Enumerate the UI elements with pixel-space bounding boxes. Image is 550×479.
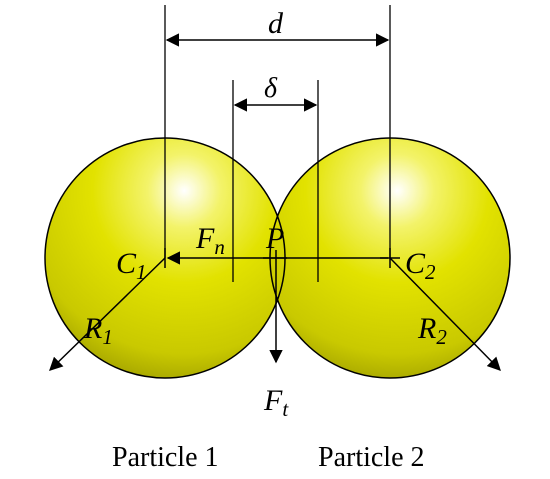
label-fn: Fn xyxy=(195,222,225,259)
label-c1: C1 xyxy=(116,247,147,284)
radius-r2-arrow xyxy=(389,257,501,371)
label-p: P xyxy=(265,222,284,255)
label-d: d xyxy=(268,7,284,40)
label-r2: R2 xyxy=(417,312,447,349)
label-r1: R1 xyxy=(83,312,113,349)
caption-particle-1: Particle 1 xyxy=(112,442,219,473)
caption-particle-2: Particle 2 xyxy=(318,442,425,473)
label-c2: C2 xyxy=(405,247,436,284)
label-delta: δ xyxy=(264,73,278,104)
radius-r1-arrow xyxy=(49,257,166,371)
label-ft: Ft xyxy=(263,384,289,421)
